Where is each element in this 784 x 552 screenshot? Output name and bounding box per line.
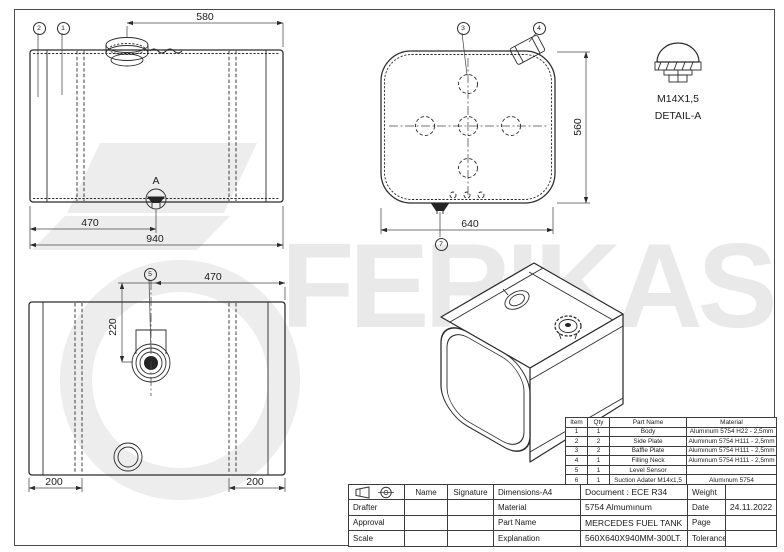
detail-a-title: DETAIL-A: [654, 110, 702, 122]
pt-row-item: 6: [566, 475, 588, 485]
dim-200-right: 200: [246, 476, 264, 488]
pt-row-part-name: Side Plate: [610, 437, 687, 447]
pt-row-part-name: Level Sensor: [610, 465, 687, 476]
balloon-1: 1: [56, 21, 70, 35]
dim-470-rear: 470: [204, 271, 222, 283]
pt-row-item: 1: [566, 427, 588, 438]
pt-row-material: Alumınum 5754 H111 - 2,5mm: [687, 437, 776, 447]
balloon-5: 5: [143, 267, 157, 281]
title-block: Name Signature Dimensions-A4 Document : …: [348, 484, 777, 547]
projection-symbol-cell: [349, 485, 405, 501]
pt-row-item: 4: [566, 456, 588, 466]
filling-neck: [509, 34, 546, 65]
tb-drafter-signature: [448, 500, 494, 516]
tb-scale-signature: [448, 530, 494, 546]
tb-document-value: Document : ECE R34: [581, 485, 688, 501]
tb-explanation-value: 560X640X940MM-300LT.: [581, 530, 688, 546]
pt-header-material: Material: [687, 418, 776, 428]
tb-part-name-value: MERCEDES FUEL TANK: [581, 515, 688, 531]
tb-approval-name: [405, 515, 448, 531]
tb-drafter-label: Drafter: [349, 500, 405, 516]
dim-640: 640: [461, 218, 479, 230]
pt-row-material: Alumınum 5754 H22 - 2,5mm: [687, 428, 776, 438]
pt-header-part-name: Part Name: [610, 418, 687, 428]
tb-material-label: Material: [494, 500, 581, 516]
pt-row-material: [687, 466, 776, 476]
pt-row-qty: 1: [588, 456, 610, 466]
tb-part-name-label: Part Name: [494, 515, 581, 531]
tb-approval-label: Approval: [349, 515, 405, 531]
pt-row-material: Alumınum 5754 H111 - 2,5mm: [687, 447, 776, 457]
balloon-3: 3: [456, 21, 470, 35]
balloon-4: 4: [532, 21, 546, 35]
balloon-2: 2: [32, 21, 46, 35]
tb-dimensions-label: Dimensions-A4: [494, 485, 581, 501]
detail-a-view: [654, 42, 702, 83]
dim-470-front: 470: [81, 217, 99, 229]
dim-940: 940: [146, 233, 164, 245]
iso-sensor-port: [504, 290, 530, 310]
pt-row-material: Alumınum 5754 H111 - 2,5mm: [687, 456, 776, 466]
balloon-7: 7: [434, 237, 448, 251]
pt-row-item: 2: [566, 437, 588, 447]
pt-row-part-name: Suction Adater M14x1,5: [610, 475, 687, 485]
tb-material-value: 5754 Almumınum: [581, 500, 688, 516]
filler-cap: [105, 37, 183, 67]
dim-220: 220: [107, 318, 119, 336]
rear-view: [28, 278, 286, 492]
pt-header-qty: Qty: [588, 418, 610, 428]
tb-page-value: [726, 516, 776, 531]
tb-weight-value: [726, 485, 776, 501]
tb-tolerance-value: [726, 531, 776, 546]
tb-name-label: Name: [405, 485, 448, 501]
dim-560: 560: [572, 118, 584, 136]
pt-row-material: Alumınum 5754: [709, 476, 754, 484]
pt-row-item: 5: [566, 465, 588, 476]
pt-row-part-name: Filling Neck: [610, 456, 687, 466]
end-view: [380, 32, 590, 237]
pt-row-qty: 1: [588, 475, 610, 485]
pt-row-qty: 1: [588, 427, 610, 438]
tb-approval-signature: [448, 515, 494, 531]
pt-row-qty: 1: [588, 465, 610, 476]
front-view: [29, 20, 284, 249]
pt-row-part-name: Baffle Plate: [610, 446, 687, 457]
tb-scale-name: [405, 530, 448, 546]
tb-scale-label: Scale: [349, 530, 405, 546]
detail-a-thread-label: M14X1,5: [656, 93, 700, 105]
projection-symbol-icon: [355, 486, 394, 499]
isometric-view: [440, 262, 624, 463]
pt-row-item: 3: [566, 446, 588, 457]
tb-tolerance-label: Tolerance: [688, 530, 726, 546]
tb-weight-label: Weight: [688, 485, 726, 501]
tb-signature-label: Signature: [448, 485, 494, 501]
tb-date-value: 24.11.2022: [726, 500, 776, 516]
tb-page-label: Page: [688, 515, 726, 531]
tb-date-label: Date: [688, 500, 726, 516]
pt-row-qty: 2: [588, 437, 610, 447]
tb-explanation-label: Explanation: [494, 530, 581, 546]
pt-row-part-name: Body: [610, 427, 687, 438]
dim-580: 580: [196, 11, 214, 23]
tb-drafter-name: [405, 500, 448, 516]
dim-200-left: 200: [45, 476, 63, 488]
iso-filler-cap: [554, 315, 582, 340]
parts-table: Item Qty Part Name Material 1 1 Body Alu…: [565, 417, 777, 486]
pt-header-item: Item: [566, 418, 588, 428]
pt-row-qty: 2: [588, 446, 610, 457]
detail-a-marker: A: [152, 175, 160, 187]
